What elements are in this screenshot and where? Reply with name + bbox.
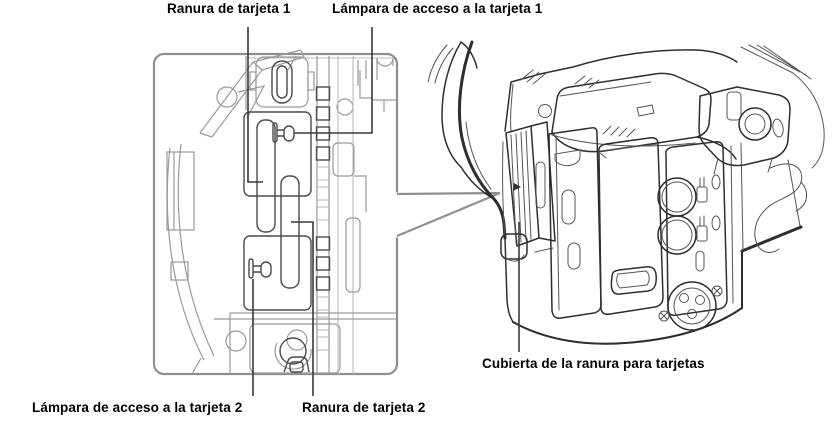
slot-lock-plate — [249, 56, 315, 108]
audio-jack-1 — [657, 177, 697, 217]
screw-hole-left — [225, 330, 247, 352]
cover-latch — [500, 233, 528, 260]
label-card-slot-cover: Cubierta de la ranura para tarjetas — [482, 356, 705, 371]
audio-jack-2 — [657, 215, 697, 255]
callout-line-bottom — [396, 191, 501, 238]
card-slot-cover-panel — [500, 125, 540, 262]
slot-assembly — [243, 111, 312, 311]
leader-line-slot2 — [291, 221, 314, 396]
grip-internals — [166, 49, 354, 375]
screw-hole-right — [286, 329, 308, 351]
label-card-slot-2: Ranura de tarjeta 2 — [302, 400, 426, 415]
lens-hood — [427, 40, 507, 240]
dial-button — [772, 118, 784, 138]
label-card-slot-1: Ranura de tarjeta 1 — [167, 1, 291, 16]
cover-triangle-marker — [513, 183, 521, 191]
card-slot-2 — [280, 175, 300, 289]
leader-line-lamp1 — [294, 27, 373, 134]
slot2-panel — [243, 235, 312, 311]
body-screw — [538, 104, 552, 118]
door-handle-recess — [610, 266, 657, 295]
tripod-boss — [279, 337, 307, 365]
ladder-strip — [315, 56, 331, 374]
label-access-lamp-1: Lámpara de acceso a la tarjeta 1 — [332, 1, 543, 16]
callout-line-top — [396, 191, 501, 196]
frame-gap-mask — [393, 192, 401, 238]
connector-panel — [657, 141, 744, 331]
front-door — [548, 127, 602, 319]
right-column-details — [332, 56, 396, 374]
access-lamp-1 — [272, 122, 295, 143]
callout-lines — [396, 191, 501, 238]
detail-view — [152, 49, 401, 376]
access-lamp-2 — [248, 258, 272, 279]
hinge-strip — [530, 121, 556, 253]
leader-line-slot1 — [247, 27, 263, 183]
viewfinder-block — [698, 86, 791, 175]
xlr-connector — [658, 281, 723, 331]
body-outline — [502, 44, 825, 345]
camera-side-view — [427, 40, 825, 345]
middle-door — [598, 125, 664, 315]
menu-dial — [738, 107, 772, 141]
label-access-lamp-2: Lámpara de acceso a la tarjeta 2 — [32, 400, 243, 415]
jack-latches — [696, 176, 708, 242]
panel-screw-bottom — [711, 215, 721, 231]
bottom-plate — [214, 312, 396, 374]
hand-strap — [754, 163, 808, 253]
card-slot-1 — [256, 119, 276, 233]
leader-lines — [247, 27, 520, 396]
panel-screw-top — [711, 174, 721, 190]
slot1-panel — [243, 111, 312, 197]
